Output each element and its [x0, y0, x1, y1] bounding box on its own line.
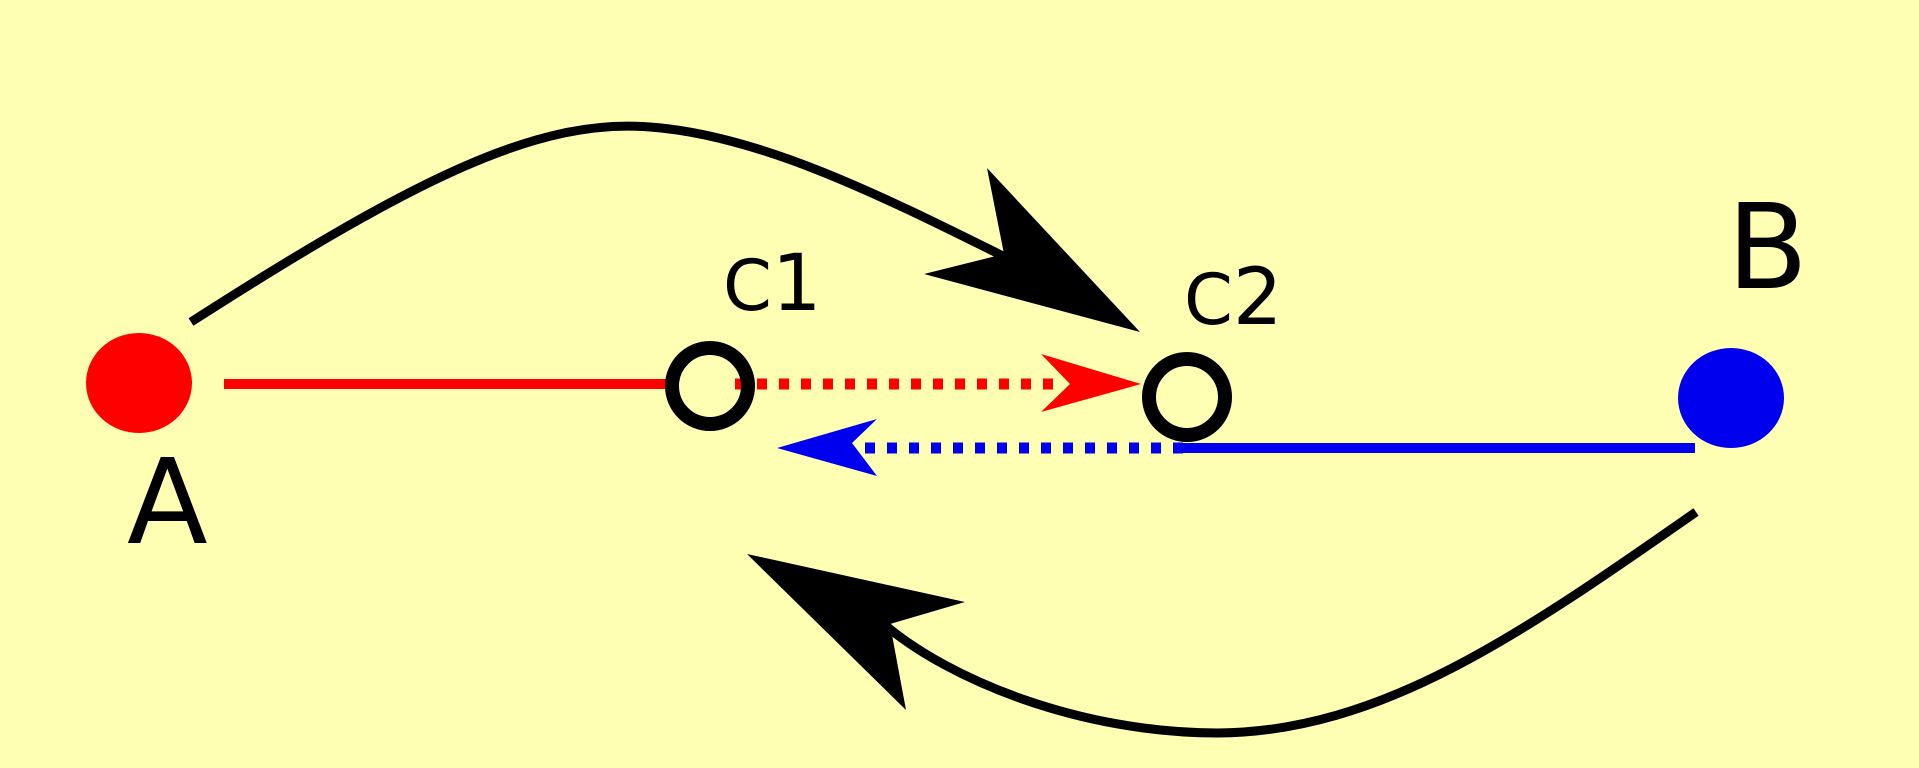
node-b: [1678, 348, 1784, 448]
label-b: B: [1727, 178, 1808, 316]
node-c2: [1142, 352, 1232, 442]
label-a: A: [127, 433, 208, 571]
label-c1: C1: [723, 239, 822, 329]
curve-a-to-c2: [188, 121, 1007, 326]
node-c1: [665, 341, 755, 431]
curve-a-to-c2-arrowhead: [924, 168, 1140, 332]
link-c2-c1-arrowhead: [777, 419, 877, 476]
label-c2: C2: [1184, 253, 1283, 343]
curve-b-to-c1: [882, 508, 1699, 738]
label-c1-subscript: 1: [772, 239, 822, 329]
label-c1-letter: C: [723, 245, 772, 327]
node-a: [86, 333, 192, 433]
curve-b-to-c1-arrowhead: [747, 554, 965, 710]
link-c1-c2-arrowhead: [1041, 354, 1141, 412]
label-c2-subscript: 2: [1233, 253, 1283, 343]
label-c2-letter: C: [1184, 259, 1233, 341]
